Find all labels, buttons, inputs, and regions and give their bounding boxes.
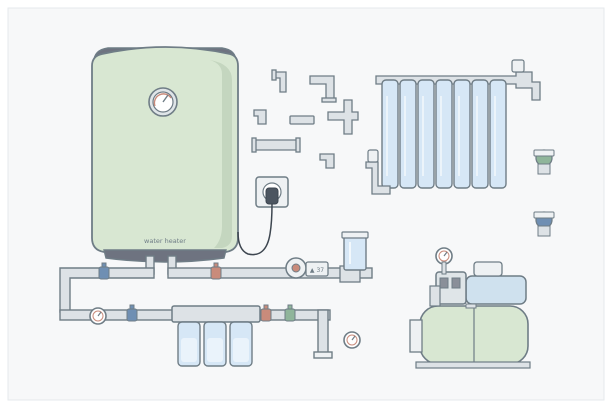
pressure-tank-icon <box>409 305 531 369</box>
pressure-gauge-icon <box>343 331 361 349</box>
gauge-stem <box>441 261 447 275</box>
pressure-gauge-icon <box>148 87 178 117</box>
water-heater-icon: water heater <box>91 46 239 263</box>
booster-pump-icon <box>429 261 527 309</box>
pressure-gauge-icon <box>89 307 107 325</box>
pump-display: ▲ 37 <box>310 267 324 274</box>
heater-label: water heater <box>144 237 186 245</box>
radiator-icon <box>365 59 541 195</box>
plug-icon <box>237 187 279 256</box>
pipe-fitting-icon <box>251 69 359 169</box>
valve-icon <box>533 211 555 237</box>
water-filter-icon <box>339 231 369 283</box>
valve-icon <box>533 149 555 175</box>
circulation-pump-icon: ▲ 37 <box>285 257 329 279</box>
water-filter-icon <box>171 305 261 367</box>
